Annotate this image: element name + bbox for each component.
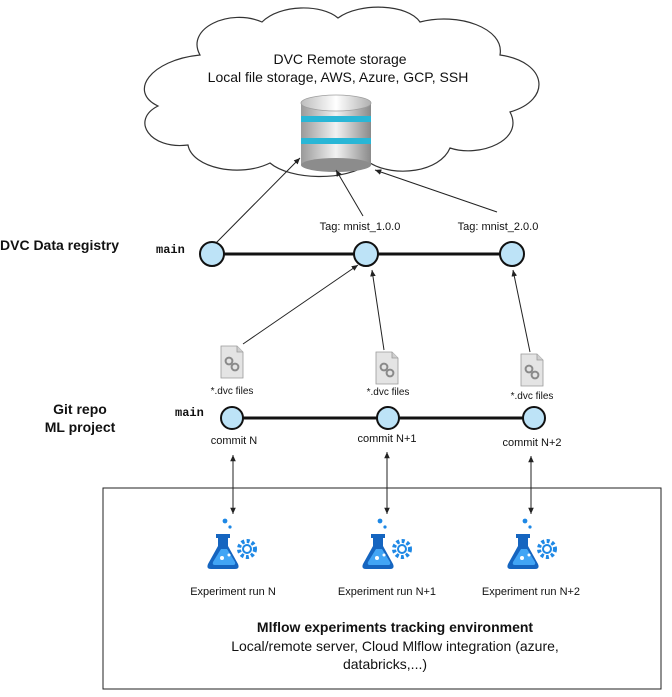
flask-gear-icon-3 (507, 518, 557, 569)
commit-node-3 (522, 406, 546, 430)
commit-node-1 (220, 406, 244, 430)
registry-node-1 (199, 241, 225, 267)
mlflow-title: Mlflow experiments tracking environment (257, 619, 534, 635)
commit-label-2: commit N+1 (358, 433, 417, 445)
registry-tag-2: Tag: mnist_2.0.0 (458, 221, 539, 233)
experiment-run-label-2: Experiment run N+1 (338, 586, 436, 598)
remote-storage-title: DVC Remote storage (273, 51, 406, 67)
dvc-files-label-3: *.dvc files (511, 391, 554, 402)
git-repo-label-line1: Git repo (53, 401, 107, 417)
git-repo-label-line2: ML project (45, 419, 116, 435)
registry-to-storage-arrows (213, 157, 498, 246)
flask-gear-icon-1 (207, 518, 257, 569)
mlflow-environment-box (102, 487, 662, 690)
commit-label-3: commit N+2 (503, 437, 562, 449)
file-link-icon-3 (520, 353, 544, 387)
commit-node-2 (376, 406, 400, 430)
git-repo-branch: main (175, 406, 204, 420)
database-icon (300, 94, 372, 172)
remote-storage-subtitle: Local file storage, AWS, Azure, GCP, SSH (208, 69, 469, 85)
cloud-shape (143, 6, 540, 178)
dvc-files-label-2: *.dvc files (367, 387, 410, 398)
experiment-run-label-3: Experiment run N+2 (482, 586, 580, 598)
registry-node-2 (353, 241, 379, 267)
data-registry: DVC Data registry main Tag: mnist_1.0.0 … (0, 221, 539, 267)
dvc-files-label-1: *.dvc files (211, 386, 254, 397)
dvc-to-registry-arrows (242, 264, 531, 353)
mlflow-description-line1: Local/remote server, Cloud Mlflow integr… (231, 638, 559, 654)
commit-experiment-arrows (230, 452, 534, 514)
git-repo: Git repo ML project main commit N commit… (45, 401, 562, 449)
experiment-run-label-1: Experiment run N (190, 586, 276, 598)
file-link-icon-1 (220, 345, 244, 379)
data-registry-label: DVC Data registry (0, 237, 119, 253)
commit-label-1: commit N (211, 435, 258, 447)
flask-gear-icon-2 (362, 518, 412, 569)
remote-storage-cloud: DVC Remote storage Local file storage, A… (143, 6, 540, 178)
file-link-icon-2 (375, 351, 399, 385)
registry-tag-1: Tag: mnist_1.0.0 (320, 221, 401, 233)
registry-node-3 (499, 241, 525, 267)
data-registry-branch: main (156, 243, 185, 257)
mlflow-description-line2: databricks,...) (343, 656, 427, 672)
